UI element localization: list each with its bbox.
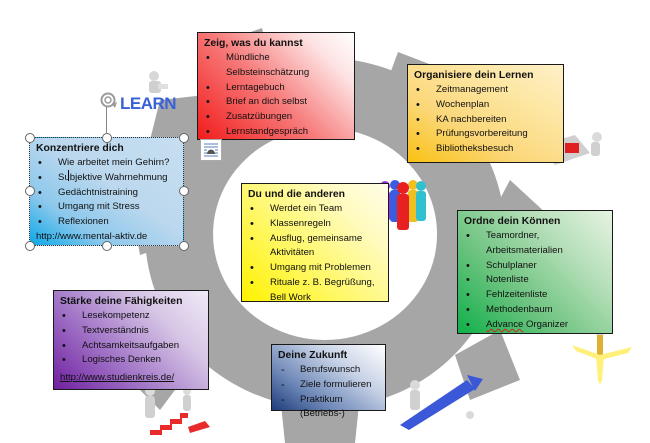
- box-title: Konzentriere dich: [36, 143, 124, 154]
- list-item: Gedächtnistraining: [36, 186, 177, 201]
- list-item: Wochenplan: [414, 98, 557, 113]
- resize-handle-bottom-right[interactable]: [179, 241, 189, 251]
- list-item: Mündliche Selbsteinschätzung: [204, 51, 348, 81]
- list-item: Umgang mit Problemen: [248, 261, 382, 276]
- list-item: Praktikum (Betriebs-): [278, 393, 379, 423]
- box-organisiere-dein-lernen[interactable]: Organisiere dein Lernen Zeitmanagement W…: [407, 64, 564, 163]
- list-item: Notenliste: [464, 273, 606, 288]
- list-item: Achtsamkeitsaufgaben: [60, 339, 202, 354]
- box-konzentriere-dich[interactable]: Konzentriere dich Wie arbeitet mein Gehi…: [29, 137, 184, 246]
- box-title: Stärke deine Fähigkeiten: [60, 296, 183, 307]
- box-ordne-dein-koennen[interactable]: Ordne dein Können Teamordner, Arbeitsmat…: [457, 210, 613, 334]
- list-item: Klassenregeln: [248, 217, 382, 232]
- list-item: Lerntagebuch: [204, 81, 348, 96]
- list-item: Teamordner, Arbeitsmaterialien: [464, 229, 606, 259]
- mental-aktiv-link[interactable]: http://www.mental-aktiv.de: [36, 230, 148, 242]
- box-title: Deine Zukunft: [278, 350, 348, 361]
- layout-options-icon: [204, 143, 218, 157]
- learning-figure-icon: [149, 71, 168, 93]
- list-item: Subjektive Wahrnehmung: [36, 171, 177, 186]
- resize-handle-bottom-left[interactable]: [25, 241, 35, 251]
- list-item: Zeitmanagement: [414, 83, 557, 98]
- box-title: Organisiere dein Lernen: [414, 70, 534, 81]
- studienkreis-link[interactable]: http://www.studienkreis.de/: [60, 372, 175, 384]
- list-item: Prüfungsvorbereitung: [414, 127, 557, 142]
- box-zeig-was-du-kannst[interactable]: Zeig, was du kannst Mündliche Selbsteins…: [197, 32, 355, 140]
- resize-handle-top-right[interactable]: [179, 133, 189, 143]
- resize-handle-left[interactable]: [25, 186, 35, 196]
- list-item: Lesekompetenz: [60, 309, 202, 324]
- gear-tooth: [150, 95, 205, 140]
- layout-options-button[interactable]: [200, 139, 222, 161]
- stairs-figures-icon: [145, 386, 210, 435]
- list-item: Berufswunsch: [278, 363, 379, 378]
- resize-handle-right[interactable]: [179, 186, 189, 196]
- list-item: Textverständnis: [60, 324, 202, 339]
- climbing-figure-icon: [400, 375, 483, 430]
- list-item: Bibliotheksbesuch: [414, 142, 557, 157]
- resize-handle-top[interactable]: [102, 133, 112, 143]
- list-item: Ziele formulieren: [278, 378, 379, 393]
- list-item: Werdet ein Team: [248, 202, 382, 217]
- box-title: Ordne dein Können: [464, 216, 561, 227]
- rotate-connector: [106, 107, 107, 133]
- list-item: Wie arbeitet mein Gehirn?: [36, 156, 177, 171]
- list-item: KA nachbereiten: [414, 113, 557, 128]
- box-title: Du und die anderen: [248, 189, 345, 200]
- list-item: Brief an dich selbst: [204, 95, 348, 110]
- rotate-handle-icon[interactable]: [98, 90, 118, 110]
- list-item: Schulplaner: [464, 259, 606, 274]
- resize-handle-bottom[interactable]: [102, 241, 112, 251]
- list-item: Fehlzeitenliste: [464, 288, 606, 303]
- list-item: Rituale z. B. Begrüßung, Bell Work: [248, 276, 382, 306]
- list-item: Lernstandgespräch: [204, 125, 348, 140]
- list-item: Advance Organizer: [464, 318, 606, 333]
- text-cursor: [68, 170, 69, 181]
- list-item-text: Organizer: [523, 318, 569, 330]
- spellcheck-word[interactable]: Advance: [486, 318, 524, 330]
- list-item: Zusatzübungen: [204, 110, 348, 125]
- list-item: Umgang mit Stress: [36, 200, 177, 215]
- box-du-und-die-anderen[interactable]: Du und die anderen Werdet ein Team Klass…: [241, 183, 389, 303]
- box-deine-zukunft[interactable]: Deine Zukunft Berufswunsch Ziele formuli…: [271, 344, 386, 419]
- list-item: Reflexionen: [36, 215, 177, 230]
- list-item: Methodenbaum: [464, 303, 606, 318]
- resize-handle-top-left[interactable]: [25, 133, 35, 143]
- list-item: Ausflug, gemeinsame Aktivitäten: [248, 232, 382, 262]
- box-staerke-deine-faehigkeiten[interactable]: Stärke deine Fähigkeiten Lesekompetenz T…: [53, 290, 209, 390]
- box-title: Zeig, was du kannst: [204, 38, 303, 49]
- learn-logo: LEARN: [120, 94, 177, 113]
- list-item: Logisches Denken: [60, 353, 202, 368]
